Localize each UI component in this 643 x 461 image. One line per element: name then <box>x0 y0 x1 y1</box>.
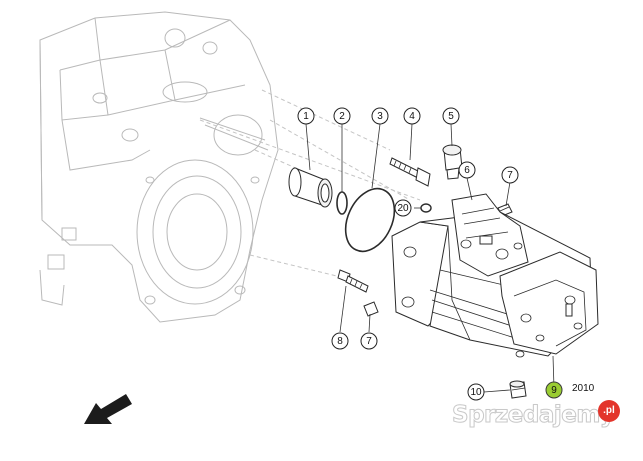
part-stud <box>337 269 369 293</box>
part-bushing <box>288 167 333 208</box>
callout-5: 5 <box>442 107 460 125</box>
callout-label: 10 <box>470 387 482 398</box>
part-fitting-bottom <box>509 380 527 399</box>
callout-circle <box>331 332 349 350</box>
callout-20: 20 <box>394 199 412 217</box>
callout-label: 2 <box>339 111 345 122</box>
callout-circle <box>501 166 519 184</box>
callout-circle <box>458 161 476 179</box>
callout-label: 4 <box>409 111 415 122</box>
gearbox-housing-outline <box>39 11 421 323</box>
direction-arrow-icon <box>84 394 132 424</box>
callout-7: 7 <box>501 166 519 184</box>
callout-9: 9 <box>545 381 563 399</box>
callout-1: 1 <box>297 107 315 125</box>
hydraulic-pump <box>391 193 599 358</box>
part-fitting-lower <box>363 301 379 317</box>
callout-label: 9 <box>551 385 557 396</box>
callout-circle <box>403 107 421 125</box>
callout-circle <box>394 199 412 217</box>
callout-label: 6 <box>464 165 470 176</box>
callout-circle <box>333 107 351 125</box>
watermark-suffix: .pl <box>603 405 615 416</box>
part-plug <box>442 144 463 180</box>
part-bolt-long <box>389 157 431 187</box>
callout-label: 7 <box>507 170 513 181</box>
watermark-badge: .pl <box>598 400 620 422</box>
callout-2: 2 <box>333 107 351 125</box>
callout-3: 3 <box>371 107 389 125</box>
callout-label: 8 <box>337 336 343 347</box>
callout-circle <box>360 332 378 350</box>
watermark: Sprzedajemy .pl <box>451 400 634 434</box>
callout-label: 3 <box>377 111 383 122</box>
figure-number: 2010 <box>572 383 595 394</box>
part-o-ring <box>344 187 396 253</box>
callout-circle <box>371 107 389 125</box>
callout-circle <box>442 107 460 125</box>
callout-7: 7 <box>360 332 378 350</box>
part-retaining-ring <box>336 191 348 215</box>
watermark-text: Sprzedajemy <box>451 402 615 429</box>
callout-circle <box>297 107 315 125</box>
callout-circle <box>545 381 563 399</box>
callout-6: 6 <box>458 161 476 179</box>
callout-8: 8 <box>331 332 349 350</box>
callout-10: 10 <box>467 383 485 401</box>
callout-label: 7 <box>366 336 372 347</box>
callout-layer: 1 2 3 4 5 6 7 20 8 7 10 9 <box>297 107 563 401</box>
callout-circle <box>467 383 485 401</box>
callout-4: 4 <box>403 107 421 125</box>
callout-label: 1 <box>303 111 309 122</box>
part-small-seal <box>420 203 432 213</box>
assembly-axis-lines <box>249 89 411 279</box>
callout-label: 20 <box>397 203 409 214</box>
callout-label: 5 <box>448 111 454 122</box>
